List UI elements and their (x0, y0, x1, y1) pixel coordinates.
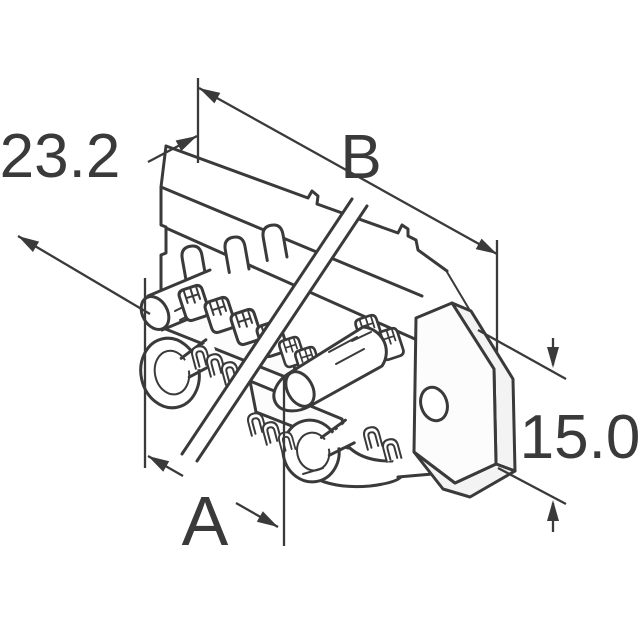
extension-line (477, 328, 567, 381)
rear-flange-plate (159, 144, 470, 354)
diagonal-break-lines (180, 197, 369, 463)
dimension-label-a: A (182, 482, 229, 560)
connector-body (139, 144, 517, 499)
extension-line (497, 466, 567, 506)
dimension-height-15-0: 15.0 (477, 328, 640, 532)
dimension-length-b: B (196, 78, 500, 352)
mounting-hole (419, 385, 449, 423)
dimension-arrow (175, 130, 200, 152)
lower-coax-barrel (272, 325, 388, 413)
dimension-arrow (196, 82, 221, 104)
dimension-pitch-a: A (143, 278, 286, 560)
dimension-label-23-2: 23.2 (0, 122, 120, 191)
dimension-arrow (547, 500, 559, 521)
dimension-width-23-2: 23.2 (0, 122, 200, 315)
mounting-flange (412, 301, 517, 499)
dimension-label-15-0: 15.0 (520, 403, 640, 472)
dimension-arrow (145, 450, 170, 472)
dimension-arrow (547, 347, 559, 368)
dimension-arrow (256, 511, 281, 533)
dimension-label-b: B (340, 123, 381, 192)
dimension-line (198, 86, 498, 256)
dimension-arrow (14, 230, 40, 252)
dimension-line (17, 235, 151, 315)
